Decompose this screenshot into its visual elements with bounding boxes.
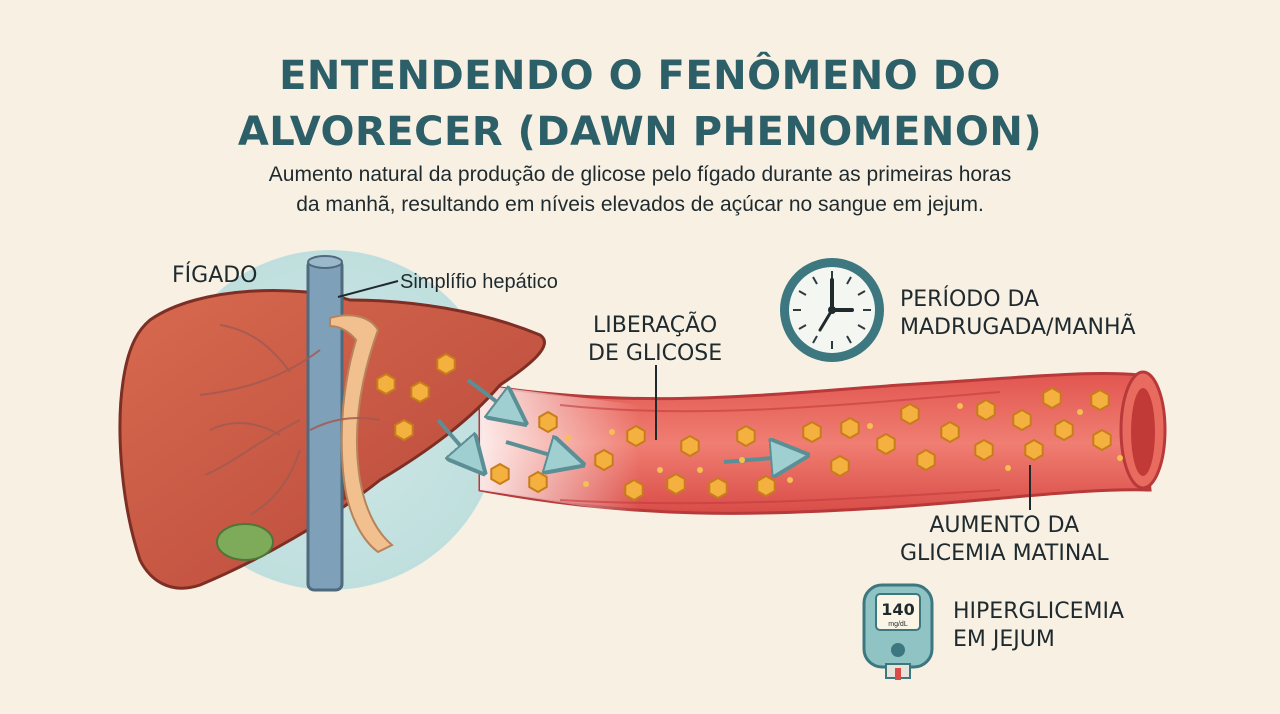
label-glucose-release-line-2: DE GLICOSE bbox=[588, 341, 723, 366]
glucose-molecule-icon bbox=[1042, 386, 1062, 410]
glucose-particle bbox=[583, 481, 589, 487]
glucose-molecule-icon bbox=[1024, 438, 1044, 462]
glucose-molecule-icon bbox=[626, 424, 646, 448]
page-title-line-1: ENTENDENDO O FENÔMENO DO bbox=[279, 53, 1001, 99]
glucose-molecule-icon bbox=[830, 454, 850, 478]
hepatic-duct bbox=[329, 314, 394, 554]
label-glycemia-increase-line-2: GLICEMIA MATINAL bbox=[900, 541, 1109, 566]
glucose-molecule-icon bbox=[624, 478, 644, 502]
glucose-molecule-icon bbox=[666, 472, 686, 496]
glucose-molecule-icon bbox=[940, 420, 960, 444]
arrow-icon bbox=[723, 456, 798, 462]
glucose-molecule-icon bbox=[876, 432, 896, 456]
page-subtitle-line-1: Aumento natural da produção de glicose p… bbox=[268, 163, 1012, 186]
glucose-molecule-icon bbox=[410, 380, 430, 404]
gallbladder bbox=[216, 523, 274, 561]
glucose-particle bbox=[609, 429, 615, 435]
meter-value: 140 bbox=[881, 600, 914, 619]
label-liver: FÍGADO bbox=[172, 262, 258, 290]
glucose-particle bbox=[1005, 465, 1011, 471]
arrow-icon bbox=[466, 378, 518, 418]
label-hepatic: Simplífio hepático bbox=[400, 268, 558, 296]
glucose-molecule-icon bbox=[436, 352, 456, 376]
glucose-particle bbox=[1077, 409, 1083, 415]
label-hyperglycemia-line-1: HIPERGLICEMIA bbox=[953, 599, 1125, 624]
glucose-molecule-icon bbox=[394, 418, 414, 442]
glucose-particle bbox=[957, 403, 963, 409]
glucose-molecule-icon bbox=[900, 402, 920, 426]
page-subtitle-line-2: da manhã, resultando em níveis elevados … bbox=[296, 193, 984, 216]
blood-vessel bbox=[478, 370, 1167, 515]
glucose-particle bbox=[565, 435, 571, 441]
glucose-molecule-icon bbox=[756, 474, 776, 498]
glucose-molecule-icon bbox=[802, 420, 822, 444]
glucose-layer bbox=[376, 352, 1123, 502]
glucose-molecule-icon bbox=[594, 448, 614, 472]
label-liver-text: FÍGADO bbox=[172, 263, 258, 288]
glucose-particle bbox=[739, 457, 745, 463]
label-period: PERÍODO DA MADRUGADA/MANHÃ bbox=[900, 286, 1136, 342]
glucose-molecule-icon bbox=[490, 462, 510, 486]
glucose-molecule-icon bbox=[736, 424, 756, 448]
glucose-molecule-icon bbox=[376, 372, 396, 396]
glucose-molecule-icon bbox=[974, 438, 994, 462]
glucose-molecule-icon bbox=[1090, 388, 1110, 412]
glucose-molecule-icon bbox=[840, 416, 860, 440]
label-hyperglycemia: HIPERGLICEMIA EM JEJUM bbox=[953, 598, 1124, 654]
glucose-molecule-icon bbox=[680, 434, 700, 458]
glucose-particle bbox=[1117, 455, 1123, 461]
glucose-molecule-icon bbox=[1012, 408, 1032, 432]
label-hepatic-text: Simplífio hepático bbox=[400, 271, 558, 293]
glucose-particle bbox=[787, 477, 793, 483]
label-glucose-release: LIBERAÇÃO DE GLICOSE bbox=[588, 312, 722, 368]
glucose-molecule-icon bbox=[538, 410, 558, 434]
glucometer-icon: 140 mg/dL bbox=[862, 583, 934, 680]
glucose-particle bbox=[697, 467, 703, 473]
label-period-line-1: PERÍODO DA bbox=[900, 287, 1040, 312]
page-subtitle: Aumento natural da produção de glicose p… bbox=[0, 160, 1280, 220]
leader-lines bbox=[337, 280, 1031, 510]
glucose-particle bbox=[657, 467, 663, 473]
glucose-particle bbox=[867, 423, 873, 429]
glucose-molecule-icon bbox=[1092, 428, 1112, 452]
glucose-molecule-icon bbox=[1054, 418, 1074, 442]
page-title: ENTENDENDO O FENÔMENO DO ALVORECER (DAWN… bbox=[0, 48, 1280, 160]
release-arrows bbox=[436, 378, 798, 466]
label-glycemia-increase: AUMENTO DA GLICEMIA MATINAL bbox=[900, 512, 1109, 568]
glucose-molecule-icon bbox=[528, 470, 548, 494]
label-hyperglycemia-line-2: EM JEJUM bbox=[953, 627, 1055, 652]
meter-unit: mg/dL bbox=[888, 621, 908, 628]
glucose-molecule-icon bbox=[708, 476, 728, 500]
arrow-icon bbox=[436, 418, 478, 466]
glucose-molecule-icon bbox=[976, 398, 996, 422]
glucose-molecule-icon bbox=[916, 448, 936, 472]
portal-vein bbox=[306, 258, 344, 592]
arrow-icon bbox=[505, 442, 574, 462]
label-glycemia-increase-line-1: AUMENTO DA bbox=[929, 513, 1080, 538]
label-period-line-2: MADRUGADA/MANHÃ bbox=[900, 315, 1136, 340]
label-glucose-release-line-1: LIBERAÇÃO bbox=[593, 313, 718, 338]
page-title-line-2: ALVORECER (DAWN PHENOMENON) bbox=[237, 109, 1043, 155]
clock-icon bbox=[780, 258, 884, 362]
